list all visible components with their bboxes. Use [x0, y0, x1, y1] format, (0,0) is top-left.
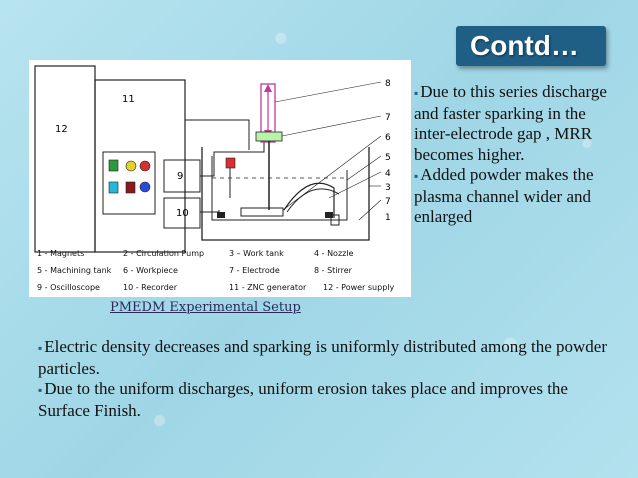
- label-4: 4: [385, 169, 391, 179]
- legend-item: 6 - Workpiece: [123, 266, 178, 275]
- figure-caption: PMEDM Experimental Setup: [110, 300, 301, 315]
- label-11: 11: [122, 94, 135, 105]
- label-7b: 7: [385, 197, 391, 207]
- legend-item: 1 - Magnets: [37, 249, 84, 258]
- slide-title: Contd…: [470, 30, 579, 61]
- square-bullet-icon: ▪: [414, 86, 419, 100]
- legend-item: 2 - Circulation Pump: [123, 249, 204, 258]
- pmedm-schematic: 12 11 9 10 8 7 6 5 4 3 7 1 1 - Magnets 2…: [34, 65, 395, 292]
- legend-item: 12 - Power supply: [323, 283, 395, 292]
- bottom-bullets: ▪Electric density decreases and sparking…: [38, 337, 618, 421]
- bullet-text: Electric density decreases and sparking …: [38, 337, 608, 378]
- legend-item: 11 - ZNC generator: [229, 283, 307, 292]
- label-8: 8: [385, 79, 391, 89]
- square-bullet-icon: ▪: [414, 169, 419, 183]
- bullet-item: ▪Due to this series discharge and faster…: [414, 82, 624, 165]
- title-banner: [456, 26, 606, 66]
- legend-item: 9 - Oscilloscope: [37, 283, 100, 292]
- bullet-item: ▪Due to the uniform discharges, uniform …: [38, 379, 618, 421]
- bullet-item: ▪Added powder makes the plasma channel w…: [414, 165, 624, 228]
- legend-item: 10 - Recorder: [123, 283, 178, 292]
- bullet-text: Due to the uniform discharges, uniform e…: [38, 379, 568, 420]
- square-bullet-icon: ▪: [38, 341, 43, 355]
- label-3: 3: [385, 183, 391, 193]
- legend-item: 4 - Nozzle: [314, 249, 354, 258]
- legend-item: 3 – Work tank: [229, 249, 284, 258]
- side-bullets: ▪Due to this series discharge and faster…: [414, 82, 624, 228]
- bullet-text: Added powder makes the plasma channel wi…: [414, 165, 594, 226]
- pmedm-diagram: 12 11 9 10 8 7 6 5 4 3 7 1 1 - Magnets 2…: [29, 60, 411, 297]
- bullet-text: Due to this series discharge and faster …: [414, 82, 607, 164]
- square-bullet-icon: ▪: [38, 383, 43, 397]
- label-1: 1: [385, 213, 391, 223]
- label-7a: 7: [385, 113, 391, 123]
- bullet-item: ▪Electric density decreases and sparking…: [38, 337, 618, 379]
- legend-item: 7 - Electrode: [229, 266, 280, 275]
- label-9: 9: [177, 171, 183, 182]
- legend-item: 5 - Machining tank: [37, 266, 112, 275]
- label-5: 5: [385, 153, 391, 163]
- label-6: 6: [385, 133, 391, 143]
- label-12: 12: [55, 124, 68, 135]
- label-10: 10: [176, 208, 189, 219]
- legend-item: 8 - Stirrer: [314, 266, 353, 275]
